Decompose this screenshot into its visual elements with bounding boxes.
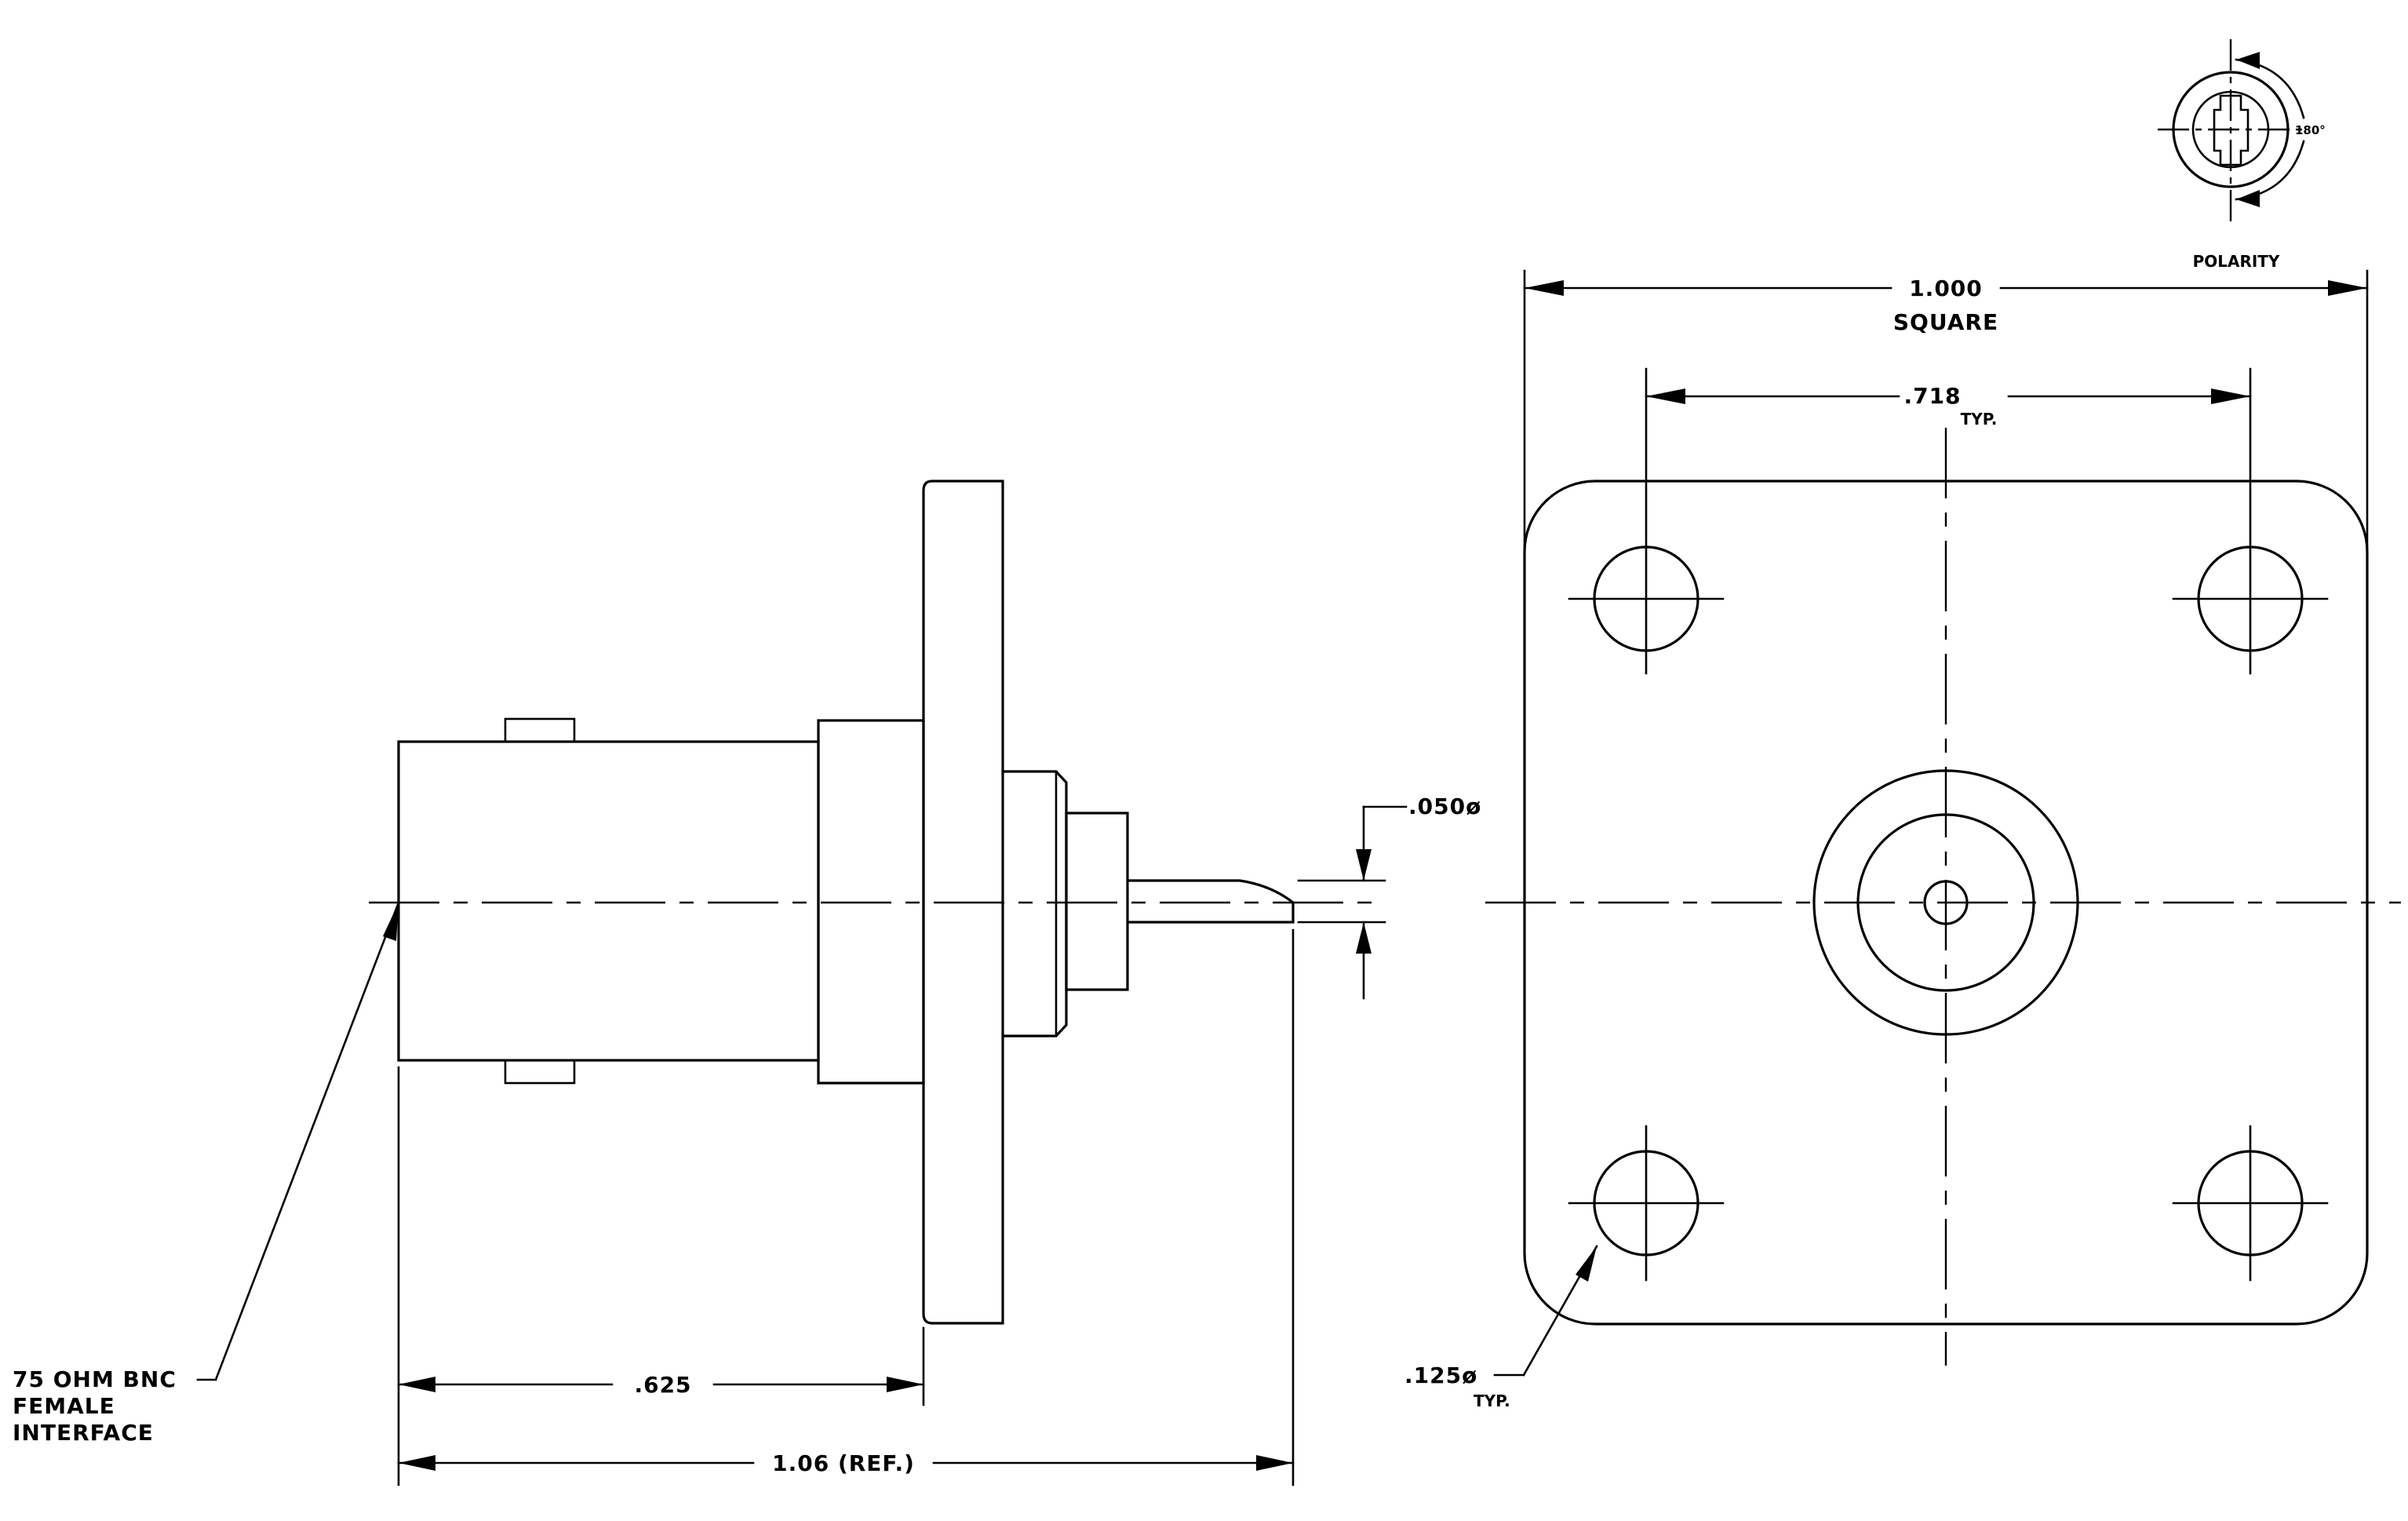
overall-length-label: 1.06 (REF.) (772, 1450, 915, 1476)
bayonet-stud-bottom (504, 1059, 576, 1085)
mounting-hole-bottom-left (1568, 1125, 1725, 1282)
square-dimension: 1.000 SQUARE (1523, 269, 2369, 582)
interface-label-line3: INTERFACE (13, 1420, 154, 1446)
flange-plate (922, 480, 1004, 1325)
hole-diameter-callout: .125ø TYP. (1404, 1245, 1598, 1410)
pin-diameter-dimension: .050ø (1297, 793, 1481, 1000)
front-length-dimension: .625 (397, 1066, 925, 1486)
hole-diameter-note: TYP. (1474, 1392, 1510, 1410)
rear-nut (1065, 812, 1129, 991)
interface-callout: 75 OHM BNC FEMALE INTERFACE (13, 901, 400, 1446)
front-view (1485, 367, 2401, 1366)
bayonet-stud-top (504, 717, 576, 743)
polarity-detail: 180° POLARITY (2158, 39, 2326, 271)
bnc-barrel (397, 740, 820, 1062)
front-length-label: .625 (634, 1372, 691, 1398)
hole-spacing-dimension: .718 TYP. (1645, 383, 2252, 429)
mounting-hole-bottom-right (2172, 1125, 2329, 1282)
side-view (369, 480, 1381, 1325)
mounting-hole-top-right (2172, 367, 2329, 675)
overall-length-dimension: 1.06 (REF.) (397, 928, 1295, 1486)
polarity-key-profile (2213, 94, 2250, 166)
polarity-angle-label: 180° (2295, 123, 2326, 137)
hole-spacing-value: .718 (1903, 383, 1961, 409)
contact-pin (1127, 879, 1295, 924)
square-dimension-word: SQUARE (1893, 309, 1998, 335)
square-dimension-value: 1.000 (1909, 275, 1983, 301)
interface-label-line1: 75 OHM BNC (13, 1366, 177, 1392)
pin-diameter-label: .050ø (1408, 793, 1481, 819)
hole-spacing-note: TYP. (1961, 410, 1998, 429)
hole-diameter-label: .125ø (1404, 1362, 1477, 1388)
polarity-label: POLARITY (2193, 252, 2280, 271)
mounting-hole-top-left (1568, 367, 1725, 675)
interface-label-line2: FEMALE (13, 1393, 115, 1419)
